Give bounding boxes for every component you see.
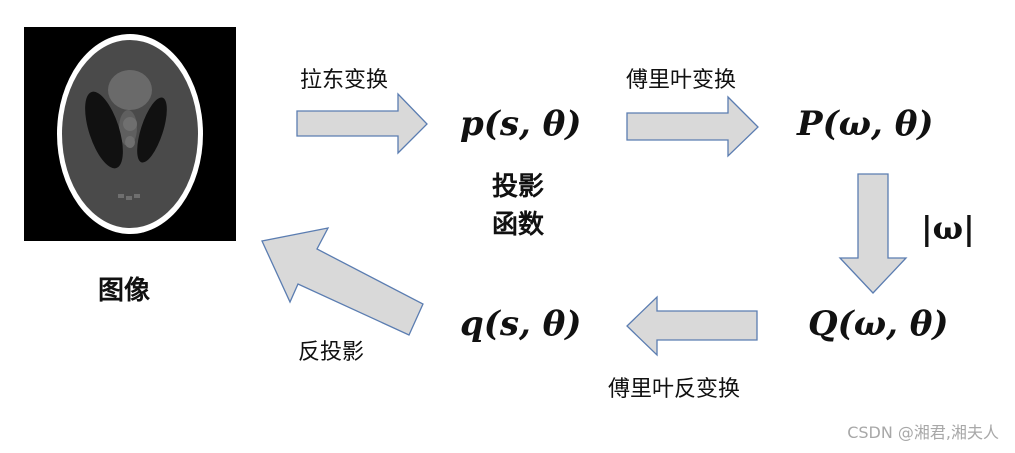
projection-caption-line1: 投影 <box>492 172 545 202</box>
projection-caption-line2: 函数 <box>492 210 545 240</box>
omega-arrow <box>838 173 908 294</box>
phantom-image <box>24 27 236 241</box>
backprojection-arrow <box>261 227 424 336</box>
backprojection-label: 反投影 <box>298 340 365 365</box>
image-caption: 图像 <box>98 276 151 306</box>
node-q: q(s, θ) <box>460 304 582 344</box>
watermark: CSDN @湘君,湘夫人 <box>847 423 999 442</box>
node-P: P(ω, θ) <box>797 104 934 144</box>
fourier-arrow <box>626 95 759 158</box>
fourier-label: 傅里叶变换 <box>626 68 737 93</box>
inverse-fourier-label: 傅里叶反变换 <box>608 377 741 402</box>
node-p: p(s, θ) <box>460 104 582 144</box>
omega-label: |ω| <box>921 209 975 247</box>
node-Q: Q(ω, θ) <box>808 304 949 344</box>
radon-label: 拉东变换 <box>300 68 389 93</box>
radon-arrow <box>296 92 428 155</box>
inverse-fourier-arrow <box>626 295 758 357</box>
